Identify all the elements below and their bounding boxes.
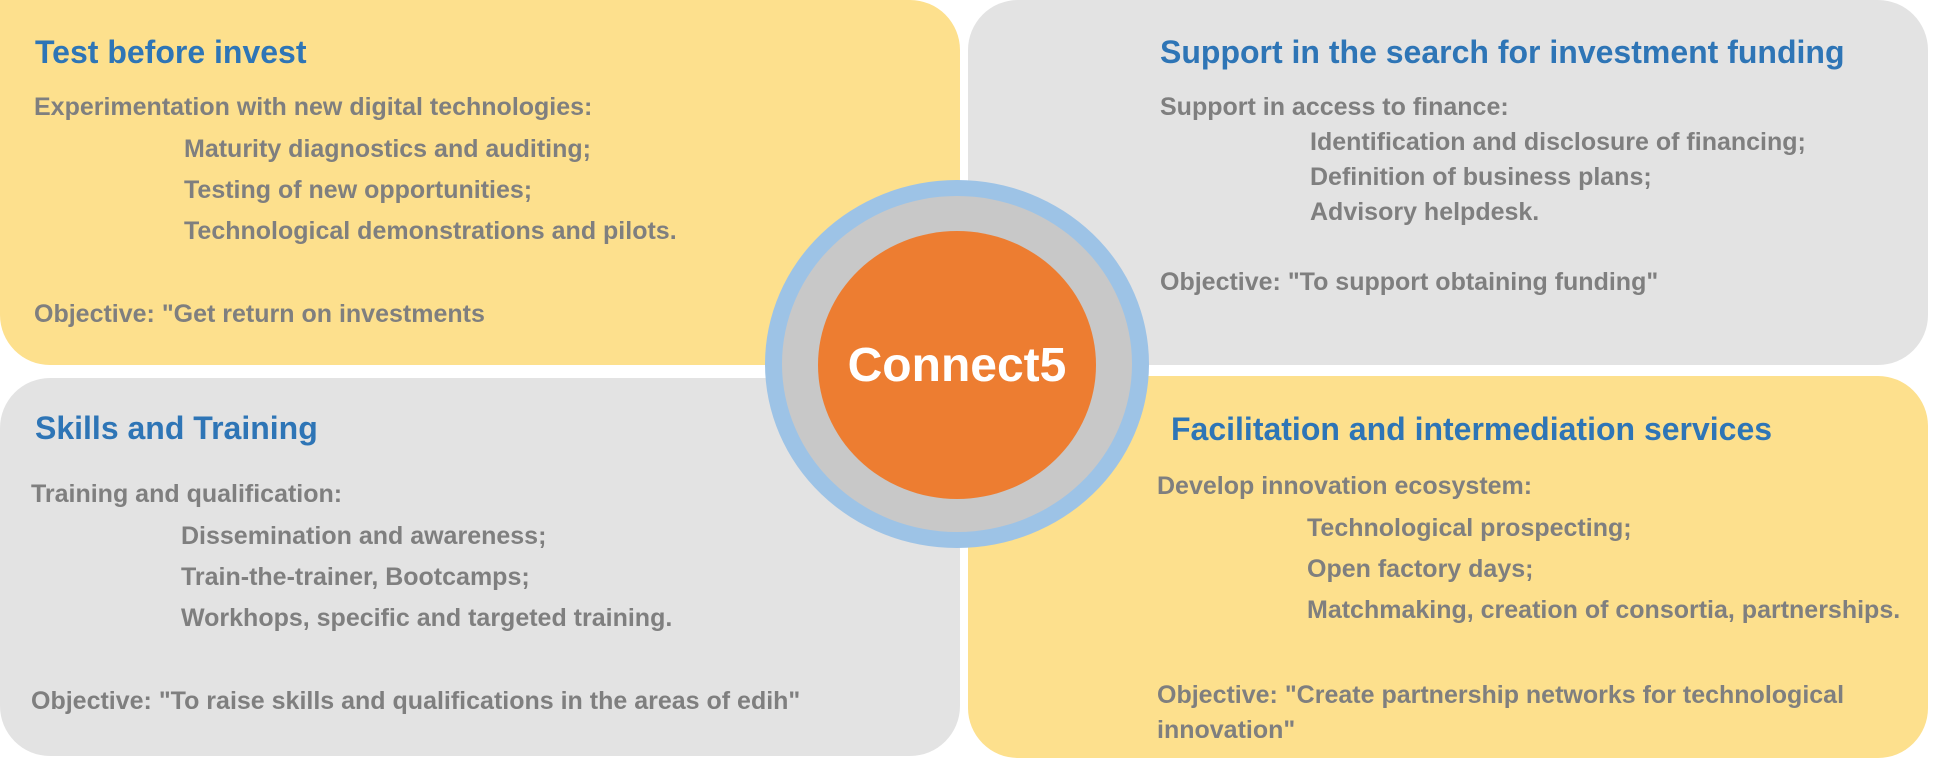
- list-item: Technological demonstrations and pilots.: [184, 217, 677, 245]
- quadrant-intro: Experimentation with new digital technol…: [34, 93, 593, 121]
- hub-label: Connect5: [847, 338, 1067, 392]
- list-item: Definition of business plans;: [1310, 163, 1652, 191]
- quadrant-test-before-invest: Test before invest Experimentation with …: [0, 0, 960, 365]
- list-item: Advisory helpdesk.: [1310, 198, 1540, 226]
- list-item: Open factory days;: [1307, 555, 1534, 583]
- list-item: Matchmaking, creation of consortia, part…: [1307, 596, 1901, 624]
- quadrant-title: Test before invest: [35, 34, 307, 70]
- quadrant-intro: Training and qualification:: [31, 480, 343, 508]
- quadrant-title: Support in the search for investment fun…: [1160, 34, 1845, 70]
- list-item: Identification and disclosure of financi…: [1310, 128, 1806, 156]
- quadrant-title: Facilitation and intermediation services: [1171, 411, 1773, 447]
- list-item: Testing of new opportunities;: [184, 176, 533, 204]
- quadrant-objective: Objective: "Get return on investments: [34, 300, 485, 328]
- quadrant-objective: Objective: "Create partnership networks …: [1157, 681, 1845, 744]
- hub-circle: Connect5: [818, 231, 1096, 499]
- list-item: Technological prospecting;: [1307, 514, 1632, 542]
- quadrant-objective: Objective: "To raise skills and qualific…: [31, 687, 801, 715]
- quadrant-intro: Develop innovation ecosystem:: [1157, 472, 1533, 500]
- list-item: Workhops, specific and targeted training…: [181, 604, 673, 632]
- list-item: Maturity diagnostics and auditing;: [184, 135, 591, 163]
- quadrant-intro: Support in access to finance:: [1160, 93, 1509, 121]
- list-item: Train-the-trainer, Bootcamps;: [181, 563, 530, 591]
- quadrant-objective: Objective: "To support obtaining funding…: [1160, 268, 1659, 296]
- quadrant-skills-training: Skills and Training Training and qualifi…: [0, 378, 960, 756]
- quadrant-title: Skills and Training: [35, 410, 318, 446]
- list-item: Dissemination and awareness;: [181, 522, 547, 550]
